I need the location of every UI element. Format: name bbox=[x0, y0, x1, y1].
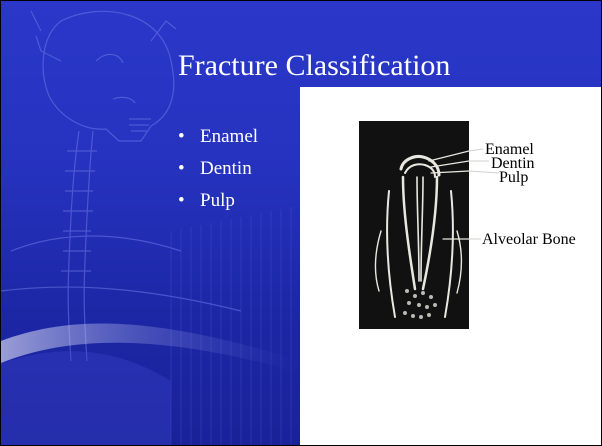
label-alveolar-bone: Alveolar Bone bbox=[482, 232, 576, 248]
label-pulp: Pulp bbox=[499, 170, 528, 186]
